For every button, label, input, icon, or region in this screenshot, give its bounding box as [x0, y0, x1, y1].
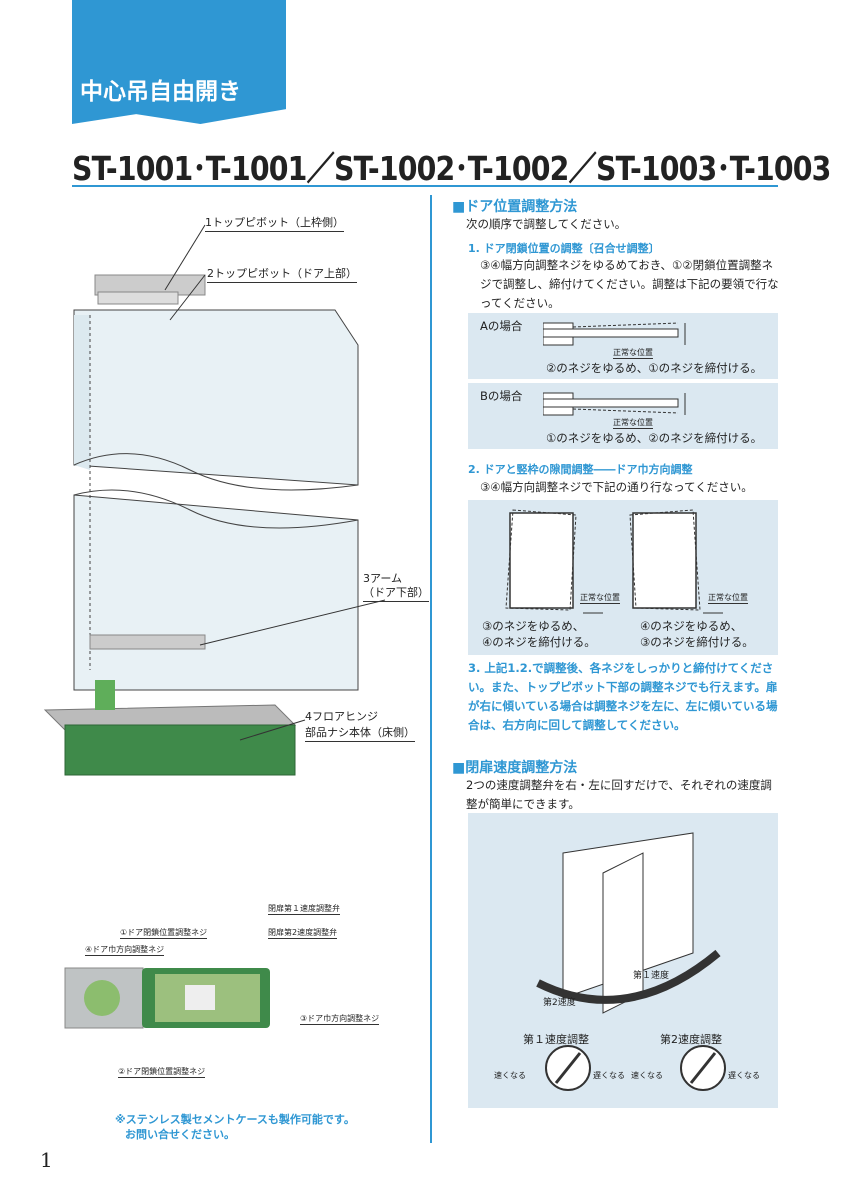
- faster-label-2: 速くなる: [631, 1071, 663, 1080]
- label-floor-hinge: 4フロアヒンジ: [305, 710, 378, 723]
- right-text-2: ③のネジを締付ける。: [640, 635, 754, 649]
- label-screw-4: ④ドア巾方向調整ネジ: [85, 945, 165, 956]
- note-stainless: ※ステンレス製セメントケースも製作可能です。: [115, 1113, 355, 1126]
- category-tab: 中心吊自由開き: [72, 0, 286, 124]
- speed-panel: 第１速度 第2速度 第１速度調整 第2速度調整 速くなる 遅くなる 速くなる 遅…: [468, 813, 778, 1108]
- step1-title: 1. ドア閉鎖位置の調整〔召合せ調整〕: [468, 242, 660, 255]
- label-second-speed-valve: 閉扉第2速度調整弁: [268, 928, 338, 939]
- label-screw-3: ③ドア巾方向調整ネジ: [300, 1014, 380, 1025]
- label-arm-sub: （ドア下部）: [363, 584, 429, 602]
- normal-position-b: 正常な位置: [613, 418, 653, 429]
- label-screw-2: ②ドア閉鎖位置調整ネジ: [118, 1067, 206, 1078]
- hinge-top-view: [64, 967, 270, 1029]
- second-speed-label: 第2速度: [543, 998, 576, 1008]
- door-adjust-intro: 次の順序で調整してください。: [466, 217, 627, 231]
- label-top-pivot-frame: 1トップピボット（上枠側）: [205, 214, 344, 232]
- label-arm: 3アーム: [363, 572, 403, 585]
- gap-adjust-diagram: [505, 509, 723, 614]
- case-a-panel: Aの場合 正常な位置 ②のネジをゆるめ、①のネジを締付ける。: [468, 313, 778, 379]
- first-adjust-label: 第１速度調整: [523, 1033, 589, 1046]
- category-label: 中心吊自由開き: [80, 79, 241, 105]
- label-floor-hinge-sub: 部品ナシ本体（床側）: [305, 724, 415, 742]
- label-first-speed-valve: 閉扉第１速度調整弁: [268, 904, 340, 915]
- label-top-pivot-door: 2トップピボット（ドア上部）: [207, 265, 357, 283]
- door-adjust-heading: ■ドア位置調整方法: [452, 199, 578, 215]
- case-b-label: Bの場合: [480, 389, 523, 403]
- title-rule: [72, 185, 778, 187]
- column-divider: [430, 195, 432, 1143]
- page-number: 1: [40, 1148, 53, 1172]
- step2-title: 2. ドアと竪枠の隙間調整――ドア巾方向調整: [468, 463, 693, 476]
- normal-position-right: 正常な位置: [708, 593, 748, 604]
- step1-body: ③④幅方向調整ネジをゆるめておき、①②閉鎖位置調整ネジで調整し、締付けてください…: [480, 258, 779, 310]
- faster-label-1: 速くなる: [494, 1071, 526, 1080]
- right-text-1: ④のネジをゆるめ、: [640, 619, 743, 633]
- label-screw-1: ①ドア閉鎖位置調整ネジ: [120, 928, 208, 939]
- left-text-1: ③のネジをゆるめ、: [482, 619, 585, 633]
- case-b-text: ①のネジをゆるめ、②のネジを締付ける。: [546, 431, 763, 445]
- second-adjust-label: 第2速度調整: [660, 1033, 722, 1046]
- step3-text: 3. 上記1.2.で調整後、各ネジをしっかりと締付けてください。また、トップピボ…: [468, 661, 778, 732]
- page-title: ST-1001･T-1001／ST-1002･T-1002／ST-1003･T-…: [72, 149, 831, 188]
- case-a-diagram: [543, 322, 686, 346]
- slower-label-2: 遅くなる: [728, 1071, 760, 1080]
- case-a-text: ②のネジをゆるめ、①のネジを締付ける。: [546, 361, 763, 375]
- left-text-2: ④のネジを締付ける。: [482, 635, 596, 649]
- door-illustration: [43, 224, 386, 776]
- slower-label-1: 遅くなる: [593, 1071, 625, 1080]
- normal-position-a: 正常な位置: [613, 348, 653, 359]
- speed-diagram: [536, 832, 726, 1091]
- speed-adjust-heading: ■閉扉速度調整方法: [452, 760, 578, 776]
- case-b-panel: Bの場合 正常な位置 ①のネジをゆるめ、②のネジを締付ける。: [468, 383, 778, 449]
- case-b-diagram: [543, 392, 686, 416]
- note-contact: お問い合せください。: [125, 1128, 235, 1141]
- step2-body: ③④幅方向調整ネジで下記の通り行なってください。: [480, 480, 753, 494]
- gap-adjust-panel: 正常な位置 正常な位置 ③のネジをゆるめ、 ④のネジを締付ける。 ④のネジをゆる…: [468, 500, 778, 655]
- first-speed-label: 第１速度: [633, 971, 670, 981]
- speed-adjust-body: 2つの速度調整弁を右・左に回すだけで、それぞれの速度調整が簡単にできます。: [466, 778, 772, 811]
- normal-position-left: 正常な位置: [580, 593, 620, 604]
- case-a-label: Aの場合: [480, 319, 523, 333]
